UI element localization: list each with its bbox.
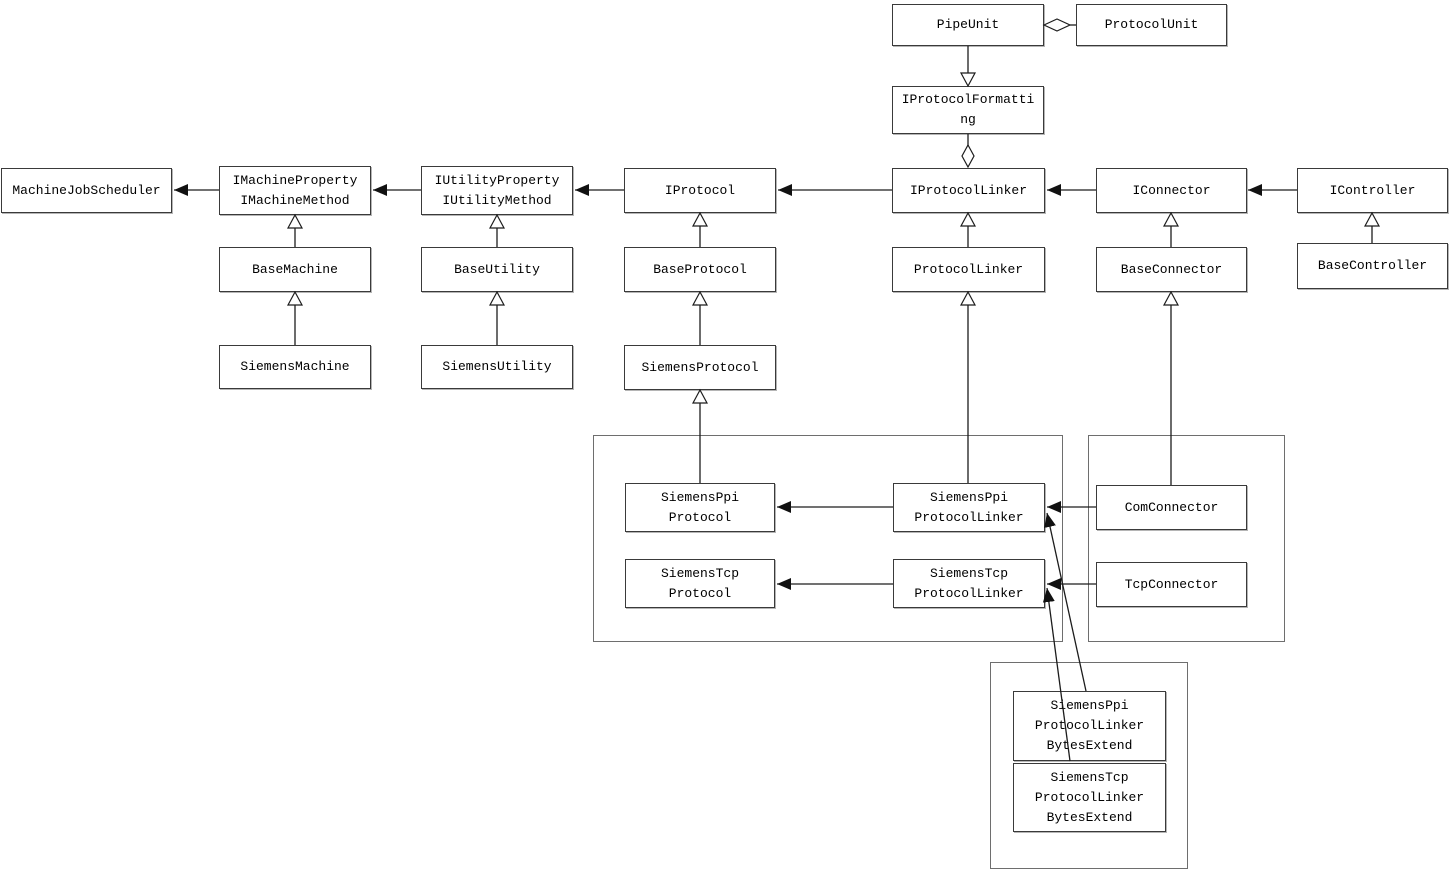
class-box-siemensmachine: SiemensMachine [219,345,371,389]
class-label-basecontroller: BaseController [1317,258,1428,273]
class-box-siemenstcpprotocollinkerbytesextend: SiemensTcp ProtocolLinker BytesExtend [1013,763,1166,832]
class-label-protocolunit: ProtocolUnit [1104,17,1199,32]
class-label-protocollinker: ProtocolLinker [913,261,1024,277]
class-box-iprotocolformatting: IProtocolFormatti ng [892,86,1044,134]
class-label-tcpconnector: TcpConnector [1124,576,1219,592]
class-box-siemensutility: SiemensUtility [421,345,573,389]
class-box-baseconnector: BaseConnector [1096,247,1247,292]
class-label-imachine: IMachineProperty IMachineMethod [232,172,358,208]
class-box-basecontroller: BaseController [1297,243,1448,289]
class-label-siemensmachine: SiemensMachine [240,359,350,374]
class-box-iutilityproperty-iutilitymethod: IUtilityProperty IUtilityMethod [421,166,573,215]
group-box-bytes-extend [990,662,1188,869]
class-label-iprotocol: IProtocol [664,182,736,198]
class-box-siemensprotocol: SiemensProtocol [624,345,776,390]
edge-siemensprotocol-extends-baseprotocol [691,290,709,345]
class-box-baseprotocol: BaseProtocol [624,247,776,292]
class-box-protocolunit: ProtocolUnit [1076,4,1227,46]
class-label-comconnector: ComConnector [1124,499,1219,515]
class-label-siemenstcpprotocol: SiemensTcp Protocol [660,565,739,601]
class-box-iconnector: IConnector [1096,168,1247,213]
class-label-iprotocolformatting: IProtocolFormatti ng [901,92,1035,127]
class-label-siemensutility: SiemensUtility [442,359,552,374]
edge-pipeunit-aggregates-protocolunit [1042,18,1076,32]
edge-pipeunit-to-iprotocolformatting [959,46,977,88]
group-box-connectors [1088,435,1285,642]
edge-baseutility-extends-iutility [488,213,506,247]
class-box-basemachine: BaseMachine [219,247,371,292]
class-label-siemensppiprotocol: SiemensPpi Protocol [660,489,739,525]
class-label-baseutility: BaseUtility [454,261,540,277]
class-box-icontroller: IController [1297,168,1448,213]
edge-baseconnector-extends-iconnector [1162,211,1180,247]
class-box-tcpconnector: TcpConnector [1096,562,1247,607]
class-box-siemensppiprotocollinkerbytesextend: SiemensPpi ProtocolLinker BytesExtend [1013,691,1166,761]
class-box-comconnector: ComConnector [1096,485,1247,530]
edge-siemensutility-extends-baseutility [488,290,506,345]
class-label-iutility: IUtilityProperty IUtilityMethod [434,172,560,208]
class-box-pipeunit: PipeUnit [892,4,1044,46]
class-label-siemenstcpprotocollinkerbytesextend: SiemensTcp ProtocolLinker BytesExtend [1034,769,1145,825]
edge-protocollinker-extends-iprotocollinker [959,211,977,247]
edge-basecontroller-extends-icontroller [1363,211,1381,243]
edge-baseprotocol-extends-iprotocol [691,211,709,247]
class-box-iprotocol: IProtocol [624,168,776,213]
edge-iprotocollinker-aggregates-iprotocolformatting [961,134,975,169]
class-label-siemenstcpprotocollinker: SiemensTcp ProtocolLinker [914,565,1024,601]
class-label-machinejobscheduler: MachineJobScheduler [12,182,161,198]
class-label-baseconnector: BaseConnector [1120,261,1223,277]
class-box-imachineproperty-imachinemethod: IMachineProperty IMachineMethod [219,166,371,215]
class-box-siemensppiprotocollinker: SiemensPpi ProtocolLinker [893,483,1045,532]
class-box-baseutility: BaseUtility [421,247,573,292]
class-box-siemensppiprotocol: SiemensPpi Protocol [625,483,775,532]
class-label-iprotocollinker: IProtocolLinker [909,182,1028,198]
class-label-siemensppiprotocollinkerbytesextend: SiemensPpi ProtocolLinker BytesExtend [1034,698,1145,753]
class-label-baseprotocol: BaseProtocol [653,261,747,277]
class-label-icontroller: IController [1329,182,1416,198]
class-label-siemensppiprotocollinker: SiemensPpi ProtocolLinker [914,489,1024,525]
group-box-siemens-protocols-and-linkers [593,435,1063,642]
class-box-siemenstcpprotocol: SiemensTcp Protocol [625,559,775,608]
class-label-pipeunit: PipeUnit [936,17,1000,32]
class-box-iprotocollinker: IProtocolLinker [892,168,1045,213]
class-label-basemachine: BaseMachine [252,261,338,277]
edge-siemensmachine-extends-basemachine [286,290,304,345]
edge-basemachine-extends-imachine [286,213,304,247]
class-box-machinejobscheduler: MachineJobScheduler [1,168,172,213]
class-label-iconnector: IConnector [1132,182,1211,198]
class-box-protocollinker: ProtocolLinker [892,247,1045,292]
class-label-siemensprotocol: SiemensProtocol [641,359,759,375]
class-box-siemenstcpprotocollinker: SiemensTcp ProtocolLinker [893,559,1045,608]
